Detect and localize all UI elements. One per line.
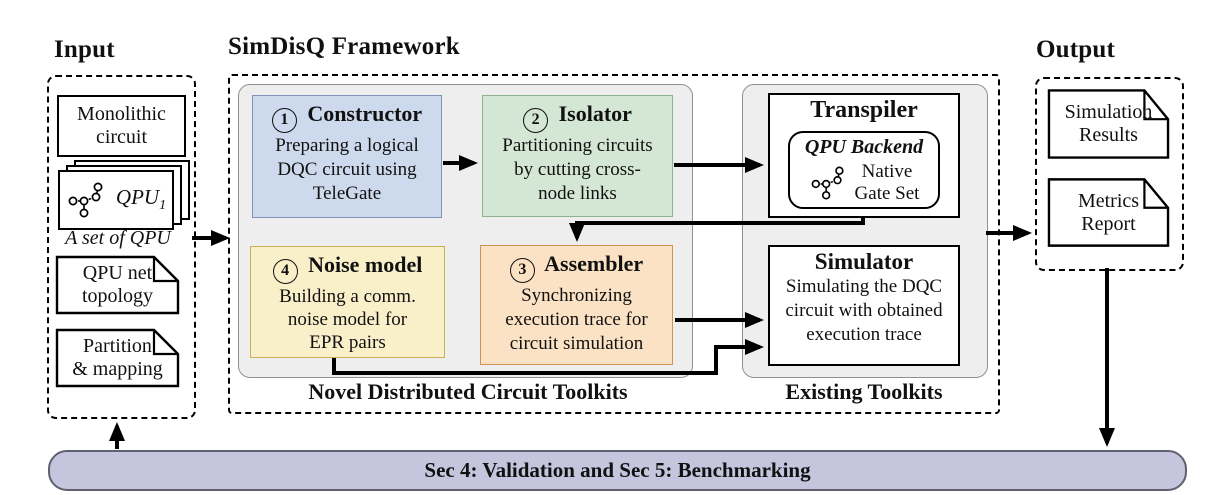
noise-model-title: 4 Noise model <box>251 252 444 284</box>
results-line: Simulation <box>1064 101 1153 123</box>
description-line: Preparing a logical <box>275 135 419 156</box>
description-line: Partitioning circuits <box>502 135 653 156</box>
qpu-subscript: 1 <box>159 198 167 214</box>
qpu-net-topology-label: QPU net topology <box>55 255 180 315</box>
isolator-title: 2 Isolator <box>483 101 672 133</box>
qpu-graph-icon <box>68 182 103 218</box>
document-icon <box>1047 177 1170 248</box>
description-line: execution trace <box>806 324 922 345</box>
input-section-title: Input <box>54 36 115 63</box>
partition-mapping-doc: Partition & mapping <box>55 328 180 388</box>
partition-line: & mapping <box>72 358 163 380</box>
description-line: Simulating the DQC <box>785 276 943 297</box>
circled-number-icon: 2 <box>523 108 549 133</box>
backend-line: Native <box>861 161 913 182</box>
qpu-card-front: QPU1 <box>58 170 174 230</box>
document-icon <box>55 255 180 315</box>
isolator-box: 2 Isolator Partitioning circuits by cutt… <box>482 95 673 217</box>
novel-toolkits-label: Novel Distributed Circuit Toolkits <box>308 379 628 404</box>
qpu-backend-content: Native Gate Set <box>790 161 938 205</box>
circled-number-icon: 4 <box>272 259 298 284</box>
input-group-box <box>47 75 196 419</box>
qpu-graph-icon <box>811 166 844 200</box>
qpu-net-topology-doc: QPU net topology <box>55 255 180 315</box>
backend-line: Gate Set <box>854 183 920 204</box>
set-of-qpu-label: A set of QPU <box>65 227 171 249</box>
description-line: circuit simulation <box>509 333 644 354</box>
description-line: TeleGate <box>312 183 382 204</box>
description-line: by cutting cross- <box>514 159 641 180</box>
description-line: execution trace for <box>505 309 648 330</box>
description-line: noise model for <box>287 309 408 330</box>
constructor-title: 1 Constructor <box>253 101 441 133</box>
output-group-box <box>1035 77 1184 271</box>
noise-model-name: Noise model <box>308 252 423 277</box>
assembler-description: Synchronizing execution trace for circui… <box>481 284 672 356</box>
description-line: Building a comm. <box>279 286 416 307</box>
qpu-backend-title: QPU Backend <box>804 136 924 158</box>
existing-toolkits-label: Existing Toolkits <box>785 379 943 404</box>
footer-label: Sec 4: Validation and Sec 5: Benchmarkin… <box>424 458 811 482</box>
monolithic-line: circuit <box>95 126 148 148</box>
document-icon <box>1047 88 1170 160</box>
simulation-results-doc: Simulation Results <box>1047 88 1170 160</box>
transpiler-title: Transpiler <box>810 97 918 123</box>
noise-model-box: 4 Noise model Building a comm. noise mod… <box>250 246 445 358</box>
topology-line: QPU net <box>82 262 153 284</box>
monolithic-circuit-box: Monolithic circuit <box>57 95 186 157</box>
metrics-line: Metrics <box>1077 189 1140 212</box>
circled-number-icon: 1 <box>271 108 297 133</box>
qpu-backend-box: QPU Backend Native Gate Set <box>788 131 940 209</box>
validation-benchmarking-bar: Sec 4: Validation and Sec 5: Benchmarkin… <box>48 450 1187 491</box>
isolator-name: Isolator <box>558 101 632 126</box>
monolithic-line: Monolithic <box>77 103 166 125</box>
framework-title: SimDisQ Framework <box>228 33 460 60</box>
output-section-title: Output <box>1036 36 1116 63</box>
assembler-box: 3 Assembler Synchronizing execution trac… <box>480 245 673 365</box>
simulator-box: Simulator Simulating the DQC circuit wit… <box>768 245 960 366</box>
document-icon <box>55 328 180 388</box>
constructor-name: Constructor <box>307 101 423 126</box>
results-line: Results <box>1079 124 1138 146</box>
circled-number-icon: 3 <box>509 258 535 283</box>
qpu-text: QPU <box>115 185 160 210</box>
assembler-name: Assembler <box>544 251 644 276</box>
topology-line: topology <box>81 285 154 307</box>
native-gate-set-label: Native Gate Set <box>855 161 920 205</box>
description-line: Synchronizing <box>521 285 632 306</box>
partition-mapping-label: Partition & mapping <box>55 328 180 388</box>
qpu-card-label: QPU1 <box>116 185 166 214</box>
qpu-card-stack: QPU1 <box>58 160 190 230</box>
partition-line: Partition <box>83 335 152 357</box>
description-line: DQC circuit using <box>277 159 417 180</box>
simulation-results-label: Simulation Results <box>1047 88 1170 160</box>
simulator-title: Simulator <box>814 249 914 274</box>
metrics-report-doc: Metrics Report <box>1047 177 1170 248</box>
description-line: node links <box>538 183 617 204</box>
constructor-description: Preparing a logical DQC circuit using Te… <box>253 134 441 206</box>
metrics-report-label: Metrics Report <box>1047 177 1170 248</box>
simulator-description: Simulating the DQC circuit with obtained… <box>770 275 958 347</box>
description-line: circuit with obtained <box>785 300 943 321</box>
constructor-box: 1 Constructor Preparing a logical DQC ci… <box>252 95 442 218</box>
assembler-title: 3 Assembler <box>481 251 672 283</box>
isolator-description: Partitioning circuits by cutting cross- … <box>483 134 672 206</box>
metrics-line: Report <box>1081 212 1136 235</box>
noise-model-description: Building a comm. noise model for EPR pai… <box>251 285 444 354</box>
description-line: EPR pairs <box>309 332 386 353</box>
